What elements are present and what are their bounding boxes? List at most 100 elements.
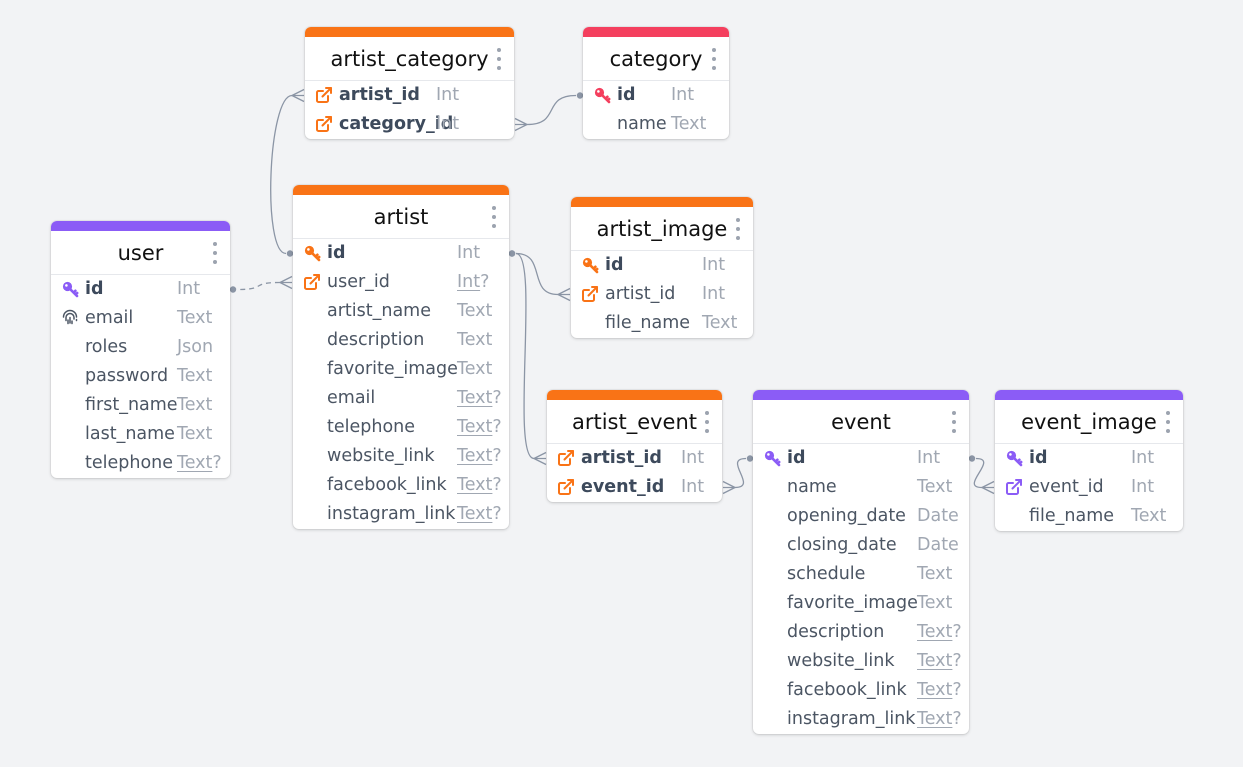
column-type-label: Text <box>917 593 953 613</box>
column-name: favorite_image <box>327 359 458 379</box>
relationship-edge[interactable] <box>229 275 293 293</box>
column-name: facebook_link <box>327 475 447 495</box>
table-header[interactable]: artist_image <box>571 207 753 251</box>
more-options-icon[interactable] <box>735 218 741 240</box>
column-type: Int <box>436 85 459 105</box>
column-type: Int <box>681 448 704 468</box>
column-type: Int <box>681 477 704 497</box>
table-header[interactable]: event <box>753 400 969 444</box>
column-type-label: Text <box>457 475 493 495</box>
table-color-bar <box>305 27 514 37</box>
table-header[interactable]: artist_category <box>305 37 514 81</box>
table-header[interactable]: artist <box>293 195 509 239</box>
relationship-edge[interactable] <box>508 250 547 466</box>
column-name: facebook_link <box>787 680 907 700</box>
more-options-icon[interactable] <box>704 411 710 433</box>
table-header[interactable]: event_image <box>995 400 1183 444</box>
column-type-label: Text <box>671 114 707 134</box>
more-options-icon[interactable] <box>951 411 957 433</box>
column-type-label: Text <box>917 709 953 729</box>
many-end-marker <box>557 287 571 302</box>
relationship-edge[interactable] <box>514 92 584 132</box>
table-title: artist_image <box>596 216 728 241</box>
foreign-key-icon <box>315 86 333 104</box>
column-name: opening_date <box>787 506 906 526</box>
table-header[interactable]: category <box>583 37 729 81</box>
column-name: roles <box>85 337 128 357</box>
column-row[interactable]: email Text? <box>293 384 509 413</box>
more-options-icon[interactable] <box>1165 411 1171 433</box>
more-options-icon[interactable] <box>491 206 497 228</box>
column-type: Text? <box>457 446 502 466</box>
table-title: artist_category <box>330 46 489 71</box>
table-header[interactable]: user <box>51 231 230 275</box>
column-type: Text <box>177 366 212 386</box>
relationship-edge[interactable] <box>968 455 995 495</box>
column-name: schedule <box>787 564 866 584</box>
column-type: Int? <box>457 272 489 292</box>
more-options-icon[interactable] <box>711 48 717 70</box>
table-color-bar <box>51 221 230 231</box>
column-type-label: Text <box>177 366 213 386</box>
nullable-mark: ? <box>952 709 962 729</box>
table-color-bar <box>753 390 969 400</box>
column-type-label: Int <box>671 85 695 105</box>
relationship-edge[interactable] <box>508 250 571 302</box>
table-header[interactable]: artist_event <box>547 400 722 444</box>
column-name: artist_name <box>327 301 432 321</box>
relationship-line <box>734 457 747 489</box>
more-options-icon[interactable] <box>496 48 502 70</box>
more-options-icon[interactable] <box>212 242 218 264</box>
column-name: email <box>327 388 376 408</box>
column-type-label: Int <box>917 448 941 468</box>
relationship-edge[interactable] <box>722 455 754 495</box>
column-type: Text? <box>457 388 502 408</box>
